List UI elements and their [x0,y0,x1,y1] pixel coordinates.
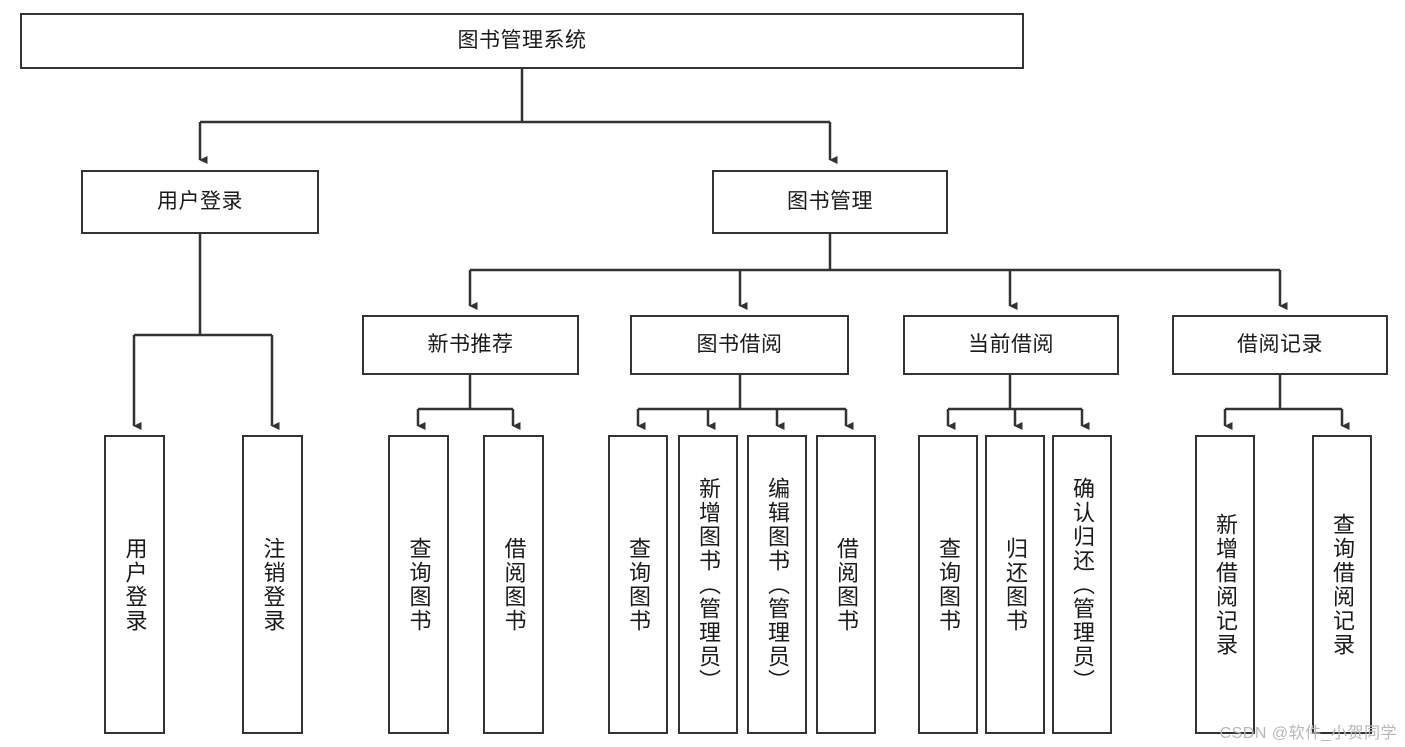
node-leaf-query-book-recommend-label: 查询图书 [406,536,432,633]
node-leaf-query-borrow-record-label: 查询借阅记录 [1330,512,1355,657]
node-leaf-add-book-admin-label: 新增图书（管理员） [696,476,721,693]
node-borrow-record[interactable]: 借阅记录 [1172,315,1388,375]
node-leaf-query-borrow-record[interactable]: 查询借阅记录 [1312,435,1372,734]
node-user-login-label: 用户登录 [157,189,243,213]
node-leaf-query-book-borrow-label: 查询图书 [626,536,651,633]
node-leaf-add-borrow-record[interactable]: 新增借阅记录 [1195,435,1255,734]
node-leaf-logout-label: 注销登录 [260,536,286,633]
node-leaf-return-book[interactable]: 归还图书 [985,435,1045,734]
node-leaf-confirm-return-admin-label: 确认归还（管理员） [1070,476,1095,693]
node-book-borrow[interactable]: 图书借阅 [630,315,849,375]
node-new-book-recommend[interactable]: 新书推荐 [362,315,579,375]
node-leaf-add-book-admin[interactable]: 新增图书（管理员） [678,435,738,734]
node-borrow-record-label: 借阅记录 [1237,332,1323,356]
node-leaf-logout[interactable]: 注销登录 [242,435,303,734]
node-new-book-recommend-label: 新书推荐 [427,332,514,356]
node-leaf-borrow-book-label: 借阅图书 [834,536,859,633]
node-leaf-return-book-label: 归还图书 [1003,536,1028,633]
node-leaf-user-login-label: 用户登录 [122,536,148,633]
node-leaf-borrow-book[interactable]: 借阅图书 [816,435,876,734]
node-leaf-query-book-recommend[interactable]: 查询图书 [388,435,449,734]
node-leaf-query-book-borrow[interactable]: 查询图书 [608,435,668,734]
node-current-borrow-label: 当前借阅 [968,332,1054,356]
node-current-borrow[interactable]: 当前借阅 [903,315,1119,375]
node-leaf-edit-book-admin[interactable]: 编辑图书（管理员） [747,435,807,734]
node-root-label: 图书管理系统 [457,28,587,52]
node-leaf-query-book-current[interactable]: 查询图书 [918,435,978,734]
node-book-borrow-label: 图书借阅 [696,332,783,356]
node-leaf-borrow-book-recommend[interactable]: 借阅图书 [483,435,544,734]
node-leaf-add-borrow-record-label: 新增借阅记录 [1213,512,1238,657]
node-leaf-query-book-current-label: 查询图书 [936,536,961,633]
node-user-login[interactable]: 用户登录 [81,170,319,234]
node-book-management-label: 图书管理 [787,189,873,213]
node-root[interactable]: 图书管理系统 [20,13,1024,69]
node-leaf-borrow-book-recommend-label: 借阅图书 [501,536,527,633]
node-book-management[interactable]: 图书管理 [712,170,948,234]
node-leaf-confirm-return-admin[interactable]: 确认归还（管理员） [1052,435,1112,734]
node-leaf-user-login[interactable]: 用户登录 [104,435,165,734]
node-leaf-edit-book-admin-label: 编辑图书（管理员） [765,476,790,693]
